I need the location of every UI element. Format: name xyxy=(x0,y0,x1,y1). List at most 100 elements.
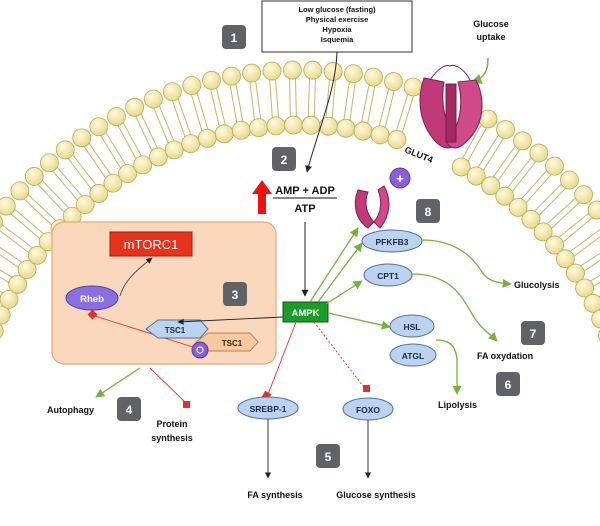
lipid-head xyxy=(387,130,407,149)
svg-text:7: 7 xyxy=(530,327,537,341)
lipid-head xyxy=(148,147,168,167)
ampk-to-cpt1-arrow xyxy=(325,280,363,305)
lipid-head xyxy=(565,263,585,283)
glucose-uptake-arrow xyxy=(471,57,489,84)
lipid-head xyxy=(495,186,515,206)
lipid-head xyxy=(583,293,600,313)
plus-badge: + xyxy=(389,167,411,189)
lipid-head xyxy=(364,67,383,87)
lipid-head xyxy=(39,153,59,173)
lipid-head xyxy=(133,155,153,175)
foxo-node: FOXO xyxy=(342,397,394,421)
lipid-head xyxy=(0,323,4,339)
badge-4: 4 xyxy=(117,397,141,421)
lipid-head xyxy=(89,117,109,137)
pfkfb3-node: PFKFB3 xyxy=(361,229,423,253)
svg-text:CPT1: CPT1 xyxy=(377,271,399,281)
svg-text:AMPK: AMPK xyxy=(292,308,320,319)
hsl-atgl-to-lipolysis-arrow xyxy=(435,339,462,395)
lipid-head xyxy=(0,215,3,229)
lipid-head xyxy=(10,181,30,201)
lipid-head xyxy=(17,260,37,279)
glucose-uptake-label-1: Glucose xyxy=(473,19,509,29)
lipid-head xyxy=(0,305,11,325)
lipid-head xyxy=(529,143,549,163)
badge-8: 8 xyxy=(416,199,440,223)
svg-text:+: + xyxy=(396,171,404,186)
fa-synthesis-label: FA synthesis xyxy=(247,490,302,500)
lipid-head xyxy=(164,140,184,160)
lipid-head xyxy=(513,131,532,151)
lipid-head xyxy=(533,222,553,242)
lipid-head xyxy=(231,120,251,140)
ampk-to-glut4-arrow xyxy=(309,227,359,303)
glut4-label: GLUT4 xyxy=(403,145,434,165)
lipid-head xyxy=(451,157,471,177)
svg-text:4: 4 xyxy=(126,403,133,417)
svg-text:3: 3 xyxy=(232,288,239,302)
lipid-head xyxy=(574,185,594,205)
cell-membrane xyxy=(0,60,600,341)
lipid-head xyxy=(301,115,321,135)
lipid-head xyxy=(72,128,92,148)
glut4-transporter-icon xyxy=(419,65,483,149)
lipid-head xyxy=(545,156,564,176)
glucolysis-label: Glucolysis xyxy=(514,280,560,290)
lipolysis-label: Lipolysis xyxy=(438,400,477,410)
lipid-head xyxy=(370,125,390,145)
rheb-node: Rheb xyxy=(65,285,119,311)
lipid-head xyxy=(89,184,109,203)
cpt1-node: CPT1 xyxy=(363,263,413,287)
atp-label: ATP xyxy=(294,203,315,215)
lipid-head xyxy=(353,121,373,141)
svg-text:SREBP-1: SREBP-1 xyxy=(250,404,287,414)
lipid-head xyxy=(181,134,201,154)
lipid-head xyxy=(125,97,145,117)
ampk-to-hsl-arrow xyxy=(327,312,391,330)
ampk-to-pfkfb3-arrow xyxy=(317,242,363,303)
lipid-head xyxy=(575,278,595,298)
lipid-head xyxy=(222,66,241,86)
svg-text:PFKFB3: PFKFB3 xyxy=(375,237,408,247)
lipid-head xyxy=(107,107,126,126)
tsc1-label-a: TSC1 xyxy=(165,326,186,335)
lipid-head xyxy=(266,116,286,136)
lipid-head xyxy=(262,61,282,81)
badge-5: 5 xyxy=(316,444,340,468)
lipid-head xyxy=(496,120,515,139)
stimulus-isquemia: Isquemia xyxy=(321,35,354,44)
svg-text:mTORC1: mTORC1 xyxy=(124,237,179,252)
tsc-inhibits-rheb-line xyxy=(94,315,197,349)
mtorc1-box: mTORC1 xyxy=(109,231,193,257)
lipid-head xyxy=(560,170,579,190)
lipid-head xyxy=(481,176,501,196)
lipid-head xyxy=(521,209,541,229)
lipid-head xyxy=(24,167,44,186)
hsl-node: HSL xyxy=(389,314,435,338)
foxo-inhibition-marker xyxy=(363,385,370,392)
svg-text:Rheb: Rheb xyxy=(80,294,104,305)
lipid-head xyxy=(384,72,403,91)
lipid-head xyxy=(336,118,356,138)
lipid-head xyxy=(282,60,302,80)
pfkfb3-to-glucolysis-arrow xyxy=(421,239,512,289)
ampk-inhibits-foxo-line xyxy=(313,321,367,391)
lipid-head xyxy=(182,76,202,95)
lipid-head xyxy=(0,196,16,216)
badge-7: 7 xyxy=(521,321,545,345)
ampk-box: AMPK xyxy=(282,301,329,323)
svg-text:1: 1 xyxy=(231,31,238,45)
lipid-head xyxy=(249,118,268,138)
cpt1-to-fa-oxydation-arrow xyxy=(411,273,498,342)
lipid-head xyxy=(242,63,262,83)
lipid-head xyxy=(8,274,28,294)
glucose-uptake-label-2: uptake xyxy=(476,32,505,42)
lipid-head xyxy=(545,235,564,255)
fa-oxydation-label: FA oxydation xyxy=(477,351,533,361)
atgl-node: ATGL xyxy=(389,343,437,367)
stimuli-arrow xyxy=(305,51,338,173)
ampk-inhibits-srebp1-line xyxy=(266,321,297,398)
lipid-head xyxy=(591,309,600,329)
lipid-head xyxy=(319,116,338,136)
